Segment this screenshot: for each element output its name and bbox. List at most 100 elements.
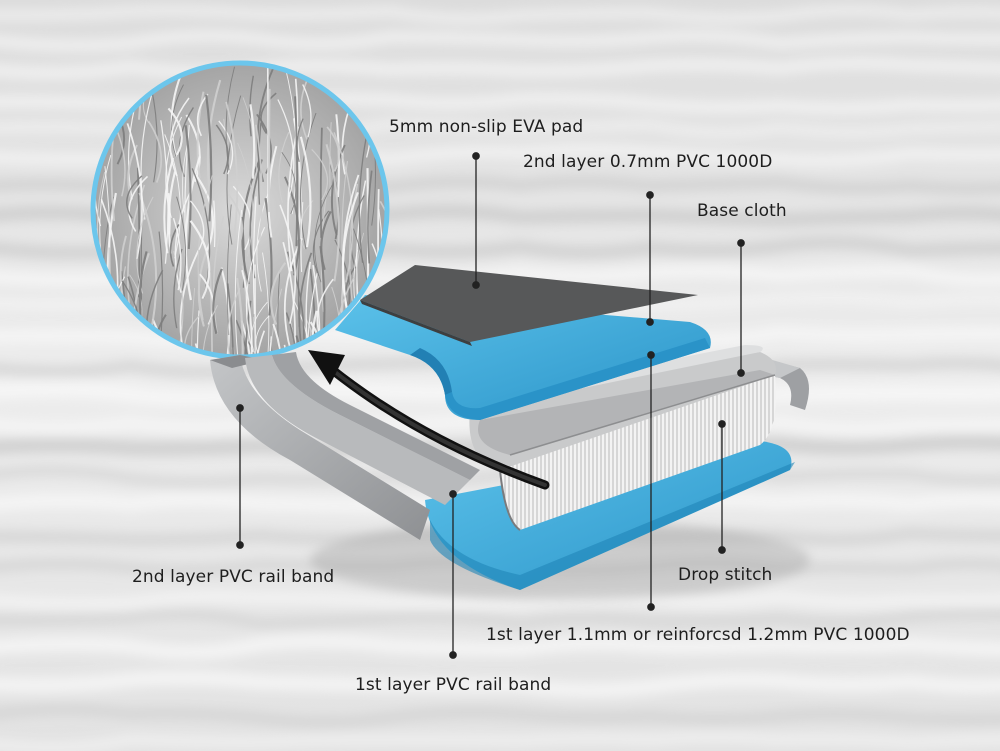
fiber-strand: [174, 190, 192, 293]
fiber-strand: [241, 158, 262, 285]
leader-base-cloth: [737, 239, 745, 377]
leader-first-rail-band: [449, 490, 457, 659]
fiber-strand: [249, 159, 263, 279]
curved-arrow-icon: [308, 350, 550, 490]
fiber-strand: [119, 235, 127, 296]
fiber-strand: [255, 330, 266, 356]
fiber-strand: [272, 323, 282, 356]
fiber-strand: [115, 128, 126, 197]
fiber-strand: [235, 319, 253, 356]
fiber-strand: [196, 310, 200, 356]
fiber-strand: [314, 184, 333, 283]
fiber-strand: [294, 96, 299, 247]
leader-second-rail-band: [236, 404, 244, 549]
ripple: [0, 31, 1000, 50]
fiber-strand: [182, 144, 188, 213]
fiber-strand: [320, 210, 332, 271]
fiber-strand: [196, 93, 209, 137]
fiber-strand: [319, 127, 323, 238]
fiber-strand: [163, 157, 175, 254]
fiber-strand: [172, 217, 182, 291]
fiber-strand: [145, 269, 164, 356]
ripple: [0, 611, 1000, 627]
fiber-strand: [341, 108, 350, 175]
fiber-strand: [243, 300, 252, 356]
fiber-strand: [140, 93, 153, 220]
fiber-strand: [249, 104, 256, 179]
fiber-strand: [226, 283, 235, 356]
fiber-strand: [209, 272, 213, 356]
drop-stitch-core: [500, 375, 776, 530]
fiber-strand: [128, 175, 149, 232]
first-rail-band: [245, 355, 470, 505]
label-second-layer-pvc: 2nd layer 0.7mm PVC 1000D: [523, 152, 773, 172]
fiber-strand: [178, 107, 194, 177]
fiber-strand: [268, 336, 272, 356]
fiber-strand: [286, 251, 305, 356]
label-first-rail-band: 1st layer PVC rail band: [355, 675, 552, 695]
ripple: [0, 634, 1000, 659]
fiber-strand: [213, 200, 216, 248]
fiber-strand: [225, 101, 239, 243]
leader-first-layer-pvc: [647, 351, 655, 611]
leader-second-layer-pvc: [646, 191, 654, 326]
fiber-strand: [138, 192, 158, 335]
fiber-strand: [176, 196, 187, 291]
fiber-strand: [158, 231, 164, 332]
fiber-strand: [299, 112, 317, 250]
fiber-strand: [283, 237, 303, 352]
fiber-strand: [282, 241, 296, 356]
fiber-strand: [196, 91, 205, 179]
fiber-strand: [236, 277, 244, 356]
fiber-strand: [234, 209, 243, 355]
fiber-strand: [223, 118, 230, 249]
ripple: [0, 6, 1000, 23]
fiber-strand: [305, 261, 311, 347]
label-second-rail-band: 2nd layer PVC rail band: [132, 567, 335, 587]
fiber-strand: [171, 84, 184, 158]
fiber-strand: [226, 95, 242, 245]
fiber-strand: [255, 124, 263, 241]
ripple: [0, 734, 1000, 751]
label-drop-stitch: Drop stitch: [678, 565, 773, 585]
ripple: [0, 671, 1000, 697]
fiber-strand: [260, 92, 277, 134]
second-rail-band: [210, 355, 430, 540]
fiber-strand: [189, 200, 205, 251]
fiber-strand: [311, 148, 329, 201]
fiber-strand: [267, 88, 271, 213]
fiber-strand: [147, 120, 163, 183]
fiber-strand: [126, 175, 143, 219]
fiber-strand: [252, 196, 257, 315]
fiber-strand: [341, 192, 359, 317]
fiber-strand: [212, 268, 223, 335]
fiber-strand: [367, 170, 373, 264]
fiber-strand: [312, 210, 330, 276]
fiber-strand: [183, 315, 200, 356]
leader-drop-stitch: [718, 420, 726, 554]
first-layer-pvc-sheet: [425, 440, 792, 590]
fiber-strand: [227, 204, 232, 336]
fiber-strand: [300, 202, 304, 273]
fiber-strand: [325, 144, 340, 282]
fiber-strand: [299, 136, 312, 248]
fiber-strand: [240, 320, 255, 356]
fiber-strand: [202, 304, 218, 356]
fiber-strand: [215, 124, 229, 175]
fiber-strand: [281, 152, 297, 214]
fiber-strand: [262, 252, 270, 356]
label-first-layer-pvc: 1st layer 1.1mm or reinforcsd 1.2mm PVC …: [486, 625, 910, 645]
fiber-strand: [197, 175, 213, 321]
fiber-strand: [184, 156, 201, 301]
fiber-strand: [167, 107, 183, 156]
fiber-strand: [227, 288, 241, 356]
ripple: [0, 706, 1000, 726]
fiber-strand: [212, 216, 225, 335]
fiber-strand: [184, 125, 192, 250]
fiber-strand: [189, 220, 211, 300]
fiber-strand: [205, 94, 213, 222]
fiber-strand: [287, 126, 299, 272]
fiber-strand: [160, 120, 169, 264]
fiber-strand: [278, 131, 290, 203]
